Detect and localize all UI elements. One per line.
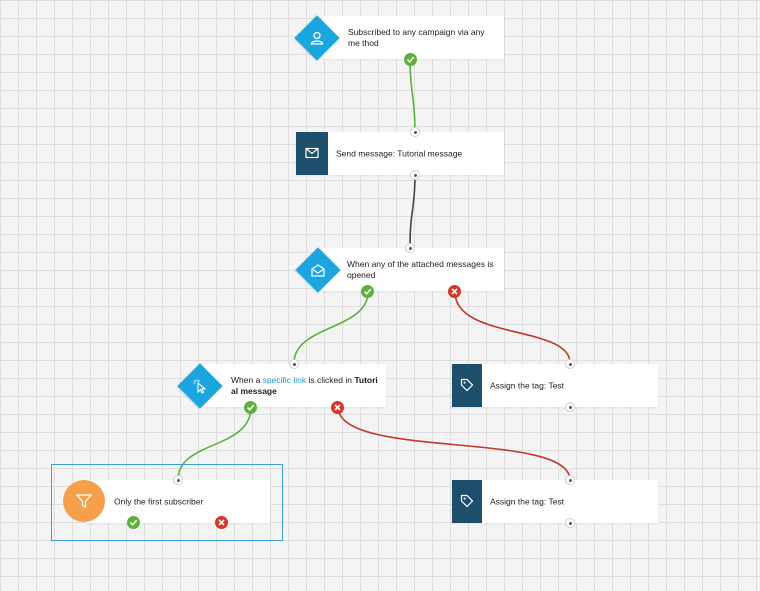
node-condition-opened[interactable]: When any of the attached messages is ope… (322, 248, 504, 291)
yes-connector-filter[interactable] (127, 516, 140, 529)
yes-connector-opened[interactable] (361, 285, 374, 298)
x-icon (334, 404, 341, 411)
node-filter-first-label: Only the first subscriber (114, 496, 204, 506)
port-tag2-in[interactable] (565, 475, 575, 485)
connector-no-opened-to-tag1[interactable] (454, 291, 571, 364)
clicked-middle: is clicked in (306, 374, 355, 385)
node-trigger-subscribed[interactable]: Subscribed to any campaign via any me th… (322, 16, 504, 59)
no-connector-clicked[interactable] (331, 401, 344, 414)
check-icon (129, 519, 138, 526)
user-icon (310, 31, 324, 45)
condition-opened-diamond[interactable] (295, 247, 341, 293)
node-assign-tag-2-label: Assign the tag: Test (490, 496, 565, 506)
x-icon (218, 519, 225, 526)
envelope-icon (305, 147, 319, 159)
cursor-click-icon (193, 379, 207, 394)
connector-no-clicked-to-tag2[interactable] (337, 406, 571, 481)
tag-icon (460, 378, 474, 392)
check-icon (246, 404, 255, 411)
open-envelope-icon (311, 264, 325, 277)
assign-tag-1-icon-box[interactable] (452, 364, 482, 407)
node-send-message[interactable]: Send message: Tutorial message (296, 132, 504, 175)
clicked-prefix: When a (231, 374, 263, 385)
port-send-in[interactable] (410, 127, 420, 137)
connector-send-to-opened[interactable] (409, 174, 416, 248)
check-icon (406, 56, 415, 63)
port-tag2-out[interactable] (565, 518, 575, 528)
x-icon (451, 288, 458, 295)
node-condition-clicked-text: When a specific link is clicked in Tutor… (231, 375, 381, 397)
port-filter-in[interactable] (173, 475, 183, 485)
trigger-diamond[interactable] (294, 15, 340, 61)
clicked-message-name: Tutori al message (231, 374, 378, 396)
connector-yes-subscribed-to-send[interactable] (409, 58, 416, 133)
node-assign-tag-2[interactable]: Assign the tag: Test (452, 480, 658, 523)
node-assign-tag-1-label: Assign the tag: Test (490, 380, 565, 390)
condition-clicked-diamond[interactable] (177, 363, 223, 409)
tag-icon (460, 494, 474, 508)
specific-link[interactable]: specific link (262, 374, 307, 385)
yes-connector-clicked[interactable] (244, 401, 257, 414)
node-assign-tag-1[interactable]: Assign the tag: Test (452, 364, 658, 407)
port-send-out[interactable] (410, 170, 420, 180)
funnel-icon (75, 494, 93, 509)
check-icon (363, 288, 372, 295)
assign-tag-2-icon-box[interactable] (452, 480, 482, 523)
no-connector-filter[interactable] (215, 516, 228, 529)
filter-circle[interactable] (63, 480, 105, 522)
node-trigger-subscribed-label: Subscribed to any campaign via any me th… (348, 26, 485, 48)
node-condition-clicked[interactable]: When a specific link is clicked in Tutor… (204, 364, 386, 407)
port-tag1-in[interactable] (565, 359, 575, 369)
port-tag1-out[interactable] (565, 402, 575, 412)
node-filter-first-subscriber[interactable]: Only the first subscriber (86, 480, 270, 523)
port-opened-in[interactable] (405, 243, 415, 253)
yes-connector-subscribed[interactable] (404, 53, 417, 66)
selection-outline (51, 464, 283, 541)
send-message-icon-box[interactable] (296, 132, 328, 175)
no-connector-opened[interactable] (448, 285, 461, 298)
port-clicked-in[interactable] (289, 359, 299, 369)
connector-yes-opened-to-clicked[interactable] (293, 291, 369, 364)
node-send-message-label: Send message: Tutorial message (336, 148, 463, 158)
node-condition-opened-label: When any of the attached messages is ope… (347, 258, 494, 280)
